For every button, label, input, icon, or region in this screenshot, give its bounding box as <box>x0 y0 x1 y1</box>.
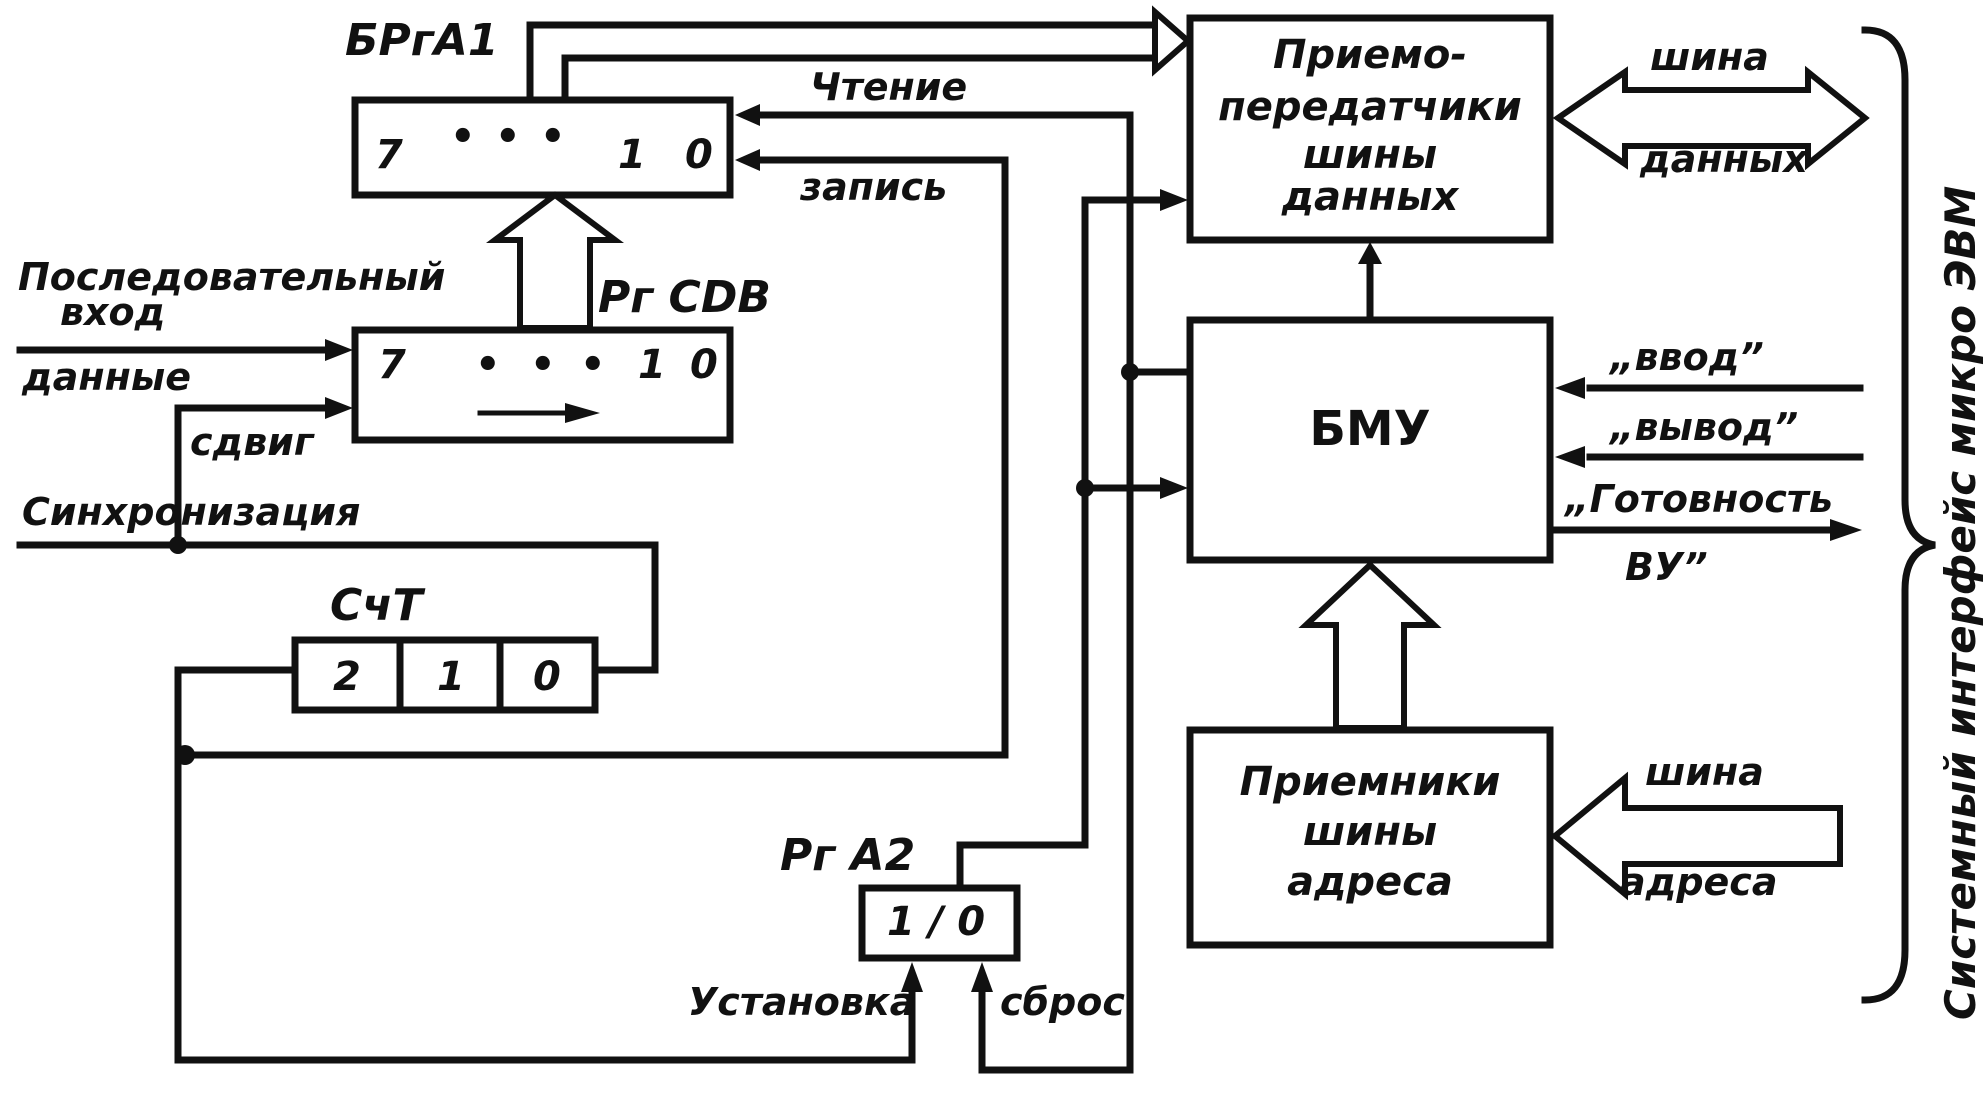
receivers-to-bmu-bus-arrow <box>1298 560 1442 731</box>
pr-a2-label: Рг А2 <box>780 830 915 881</box>
svg-text:1: 1 <box>437 654 465 700</box>
reset-label: сброс <box>1000 980 1125 1024</box>
a1-to-transceivers-bus <box>526 5 1193 104</box>
data-bus-label-1: шина <box>1650 35 1769 79</box>
shift-label: сдвиг <box>190 420 315 464</box>
svg-text:1: 1 <box>638 342 666 388</box>
cdb-to-a1-bus-arrow <box>486 191 624 331</box>
output-signal-arrowhead <box>1555 446 1585 468</box>
svg-text:передатчики: передатчики <box>1218 84 1522 130</box>
pr-cdb-cells: 7 • • • 1 0 <box>378 342 718 388</box>
bmu-label: БМУ <box>1309 401 1430 457</box>
reset-arrowhead <box>971 962 993 992</box>
svg-text:•: • <box>530 342 556 388</box>
system-interface-label: Системный интерфейс микро ЭВМ <box>1936 186 1983 1020</box>
pr-cdb-label: Рг CDB <box>598 272 771 323</box>
serial-input-label-1: Последовательный <box>18 255 445 299</box>
serial-input-label-2: вход <box>60 290 165 334</box>
svg-text:7: 7 <box>375 132 403 178</box>
svg-text:•: • <box>475 342 501 388</box>
transceivers-block <box>1186 14 1554 244</box>
svg-text:•: • <box>540 114 566 160</box>
data-label: данные <box>21 355 191 399</box>
svg-text:•: • <box>580 342 606 388</box>
transceivers-text: Приемо- передатчики шины данных <box>1218 32 1522 220</box>
svg-text:адреса: адреса <box>1287 859 1453 905</box>
bmu-to-transceivers-arrowhead <box>1358 242 1382 264</box>
address-bus-label-1: шина <box>1645 750 1764 794</box>
receivers-text: Приемники шины адреса <box>1240 759 1501 905</box>
input-signal-arrowhead <box>1555 377 1585 399</box>
svg-text:Приемо-: Приемо- <box>1273 32 1467 78</box>
ready-label-2: ВУ” <box>1625 545 1708 589</box>
data-bus-label-2: данных <box>1639 137 1809 181</box>
bpr-a1-label: БРгА1 <box>345 15 498 66</box>
svg-text:•: • <box>495 114 521 160</box>
address-bus-arrow <box>1550 771 1843 901</box>
bmu-block <box>1186 316 1554 564</box>
svg-text:•: • <box>450 114 476 160</box>
a2-to-bmu-arrowhead <box>1160 477 1188 499</box>
svg-text:7: 7 <box>378 342 406 388</box>
pr-a2-register <box>858 884 1021 962</box>
svg-text:шины: шины <box>1303 132 1437 178</box>
address-bus-label-2: адреса <box>1620 860 1777 904</box>
input-signal-label: „ввод” <box>1608 335 1764 379</box>
svg-text:Приемники: Приемники <box>1240 759 1501 805</box>
data-bus-double-arrow <box>1552 65 1870 171</box>
set-arrowhead <box>901 962 923 992</box>
counter-cells: 2 1 0 <box>333 654 561 700</box>
a2-to-transceivers-arrowhead <box>1160 189 1188 211</box>
sync-label: Синхронизация <box>22 490 360 534</box>
pr-a2-cell: 1 / 0 <box>887 899 985 945</box>
counter-register <box>291 636 599 714</box>
bpr-a1-register <box>351 96 734 199</box>
output-signal-label: „вывод” <box>1608 405 1798 449</box>
address-receivers-block <box>1186 726 1554 949</box>
shift-arrowhead <box>325 397 353 419</box>
write-arrowhead <box>735 149 760 171</box>
ready-signal-arrowhead <box>1830 519 1862 541</box>
svg-text:2: 2 <box>333 654 361 700</box>
read-arrowhead <box>735 104 760 126</box>
svg-text:0: 0 <box>685 132 713 178</box>
write-label: запись <box>799 165 947 209</box>
counter-label: СчТ <box>330 580 425 631</box>
serial-input-arrowhead <box>325 339 353 361</box>
svg-text:0: 0 <box>533 654 561 700</box>
ready-label-1: „Готовность <box>1563 477 1833 521</box>
read-label: Чтение <box>810 65 967 109</box>
interface-brace <box>1861 26 1936 1004</box>
svg-text:0: 0 <box>690 342 718 388</box>
svg-text:данных: данных <box>1281 174 1460 220</box>
bpr-a1-cells: 7 • • • 1 0 <box>375 114 713 178</box>
svg-text:1: 1 <box>618 132 646 178</box>
set-label: Установка <box>688 980 915 1024</box>
svg-text:шины: шины <box>1303 809 1437 855</box>
pr-cdb-register <box>351 326 734 444</box>
